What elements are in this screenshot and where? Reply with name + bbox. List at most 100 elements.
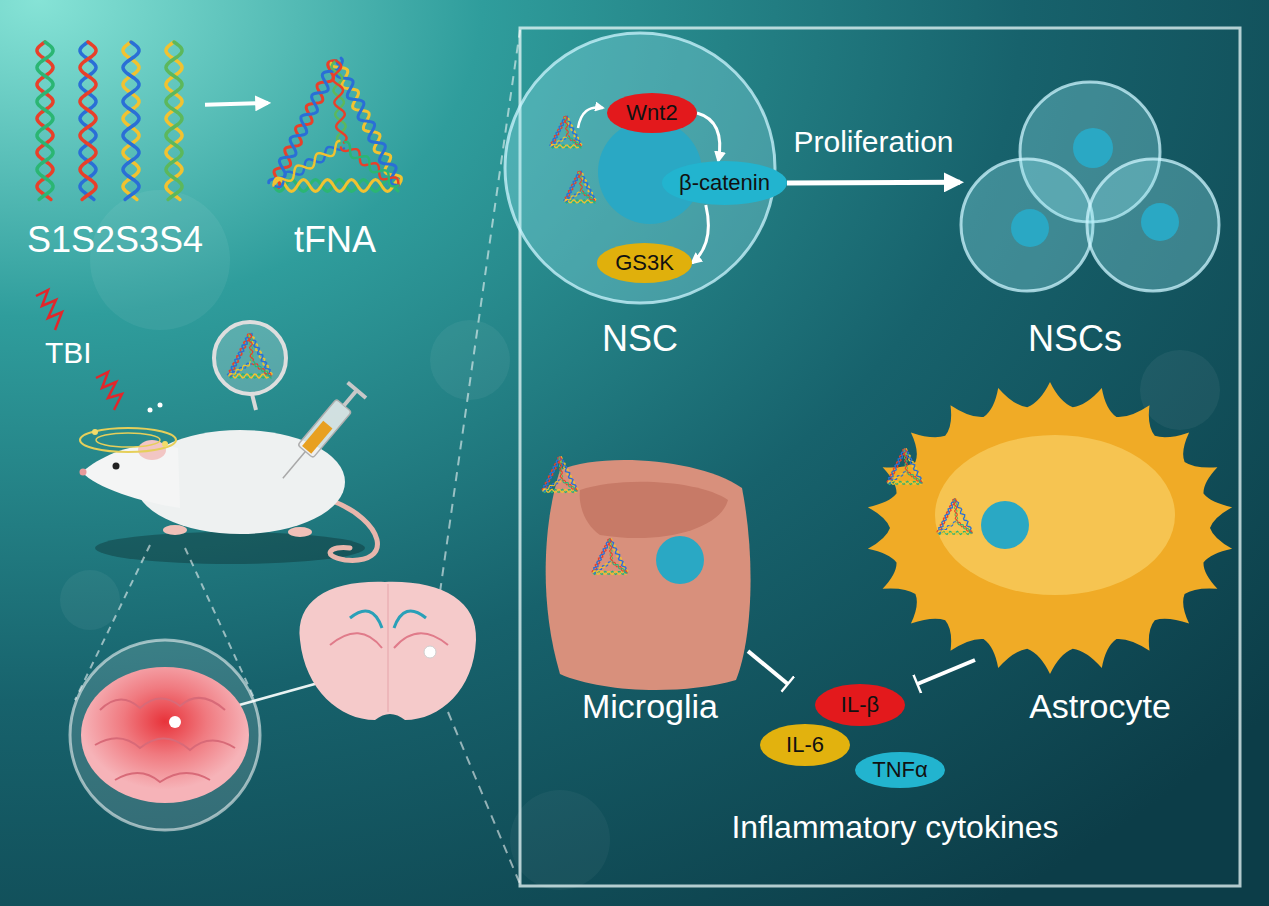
microglia-cell [546, 460, 751, 690]
protein-label: β-catenin [679, 171, 770, 195]
microglia-node: Microglia [540, 458, 748, 680]
impact-squiggle [36, 290, 62, 330]
dna-strand [593, 562, 611, 573]
dna-strand [565, 116, 569, 135]
inhibition-connector [917, 660, 975, 684]
dna-strand [229, 362, 250, 376]
dna-strand [123, 42, 139, 200]
dna-strand [904, 449, 908, 471]
dna-strand [609, 540, 627, 573]
dna-strand [565, 116, 568, 135]
dizzy-halo [96, 433, 160, 447]
brain-gyri [95, 698, 235, 782]
syringe-liquid [302, 421, 332, 454]
dna-strand [954, 499, 958, 521]
dna-strand [567, 137, 581, 146]
protein-label: IL-β [841, 693, 879, 717]
dna-strand [80, 42, 96, 200]
syringe [274, 382, 366, 486]
brain-midline [387, 584, 389, 712]
protein-ellipse: GS3K [597, 243, 692, 283]
rat-nose [80, 469, 87, 476]
hippocampus [394, 633, 448, 648]
bokeh [430, 320, 510, 400]
dna-strand [904, 450, 922, 483]
dna-strand [594, 539, 611, 573]
bokeh [90, 190, 230, 330]
dashed-zoom-line [448, 712, 520, 884]
syringe-plunger [348, 382, 366, 397]
dna-strand [938, 531, 971, 534]
arrow-connector [697, 113, 720, 161]
rat-head [82, 445, 180, 508]
protein-label: GS3K [615, 251, 674, 275]
cytokine-group: Inflammatory cytokinesIL-βIL-6TNFα [760, 684, 945, 788]
arrow-connector [787, 180, 960, 186]
dna-strand [37, 42, 53, 200]
dna-strand [551, 137, 566, 147]
nsc-cell [1087, 159, 1219, 291]
nsc-cell-node: NSCWnt2β-cateninGS3K [505, 32, 775, 305]
cytokine-ellipse: IL-β [815, 684, 905, 726]
dna-strand [581, 192, 595, 201]
dna-strand [888, 472, 906, 483]
nucleus [981, 501, 1029, 549]
panel-frame [520, 28, 1240, 886]
rat-tail [330, 500, 377, 560]
cell-label: NSCs [1028, 319, 1122, 359]
nucleus [1141, 203, 1179, 241]
dizzy-star [162, 441, 168, 447]
bokeh [510, 790, 610, 890]
annotation-label: TBI [45, 336, 92, 369]
arrow-connector [205, 103, 268, 105]
inhibition-connector [748, 651, 788, 684]
hippocampus [330, 633, 382, 648]
dna-strand [568, 136, 581, 147]
dna-strand [593, 562, 611, 573]
dizzy-dot [158, 403, 163, 408]
dna-strand [565, 192, 580, 202]
dna-strand [337, 58, 399, 185]
ventricle [394, 611, 426, 628]
dna-strand [609, 539, 613, 561]
dna-strand [345, 142, 399, 187]
astrocyte-node: Astrocyte [870, 398, 1232, 660]
astrocyte-cell [868, 382, 1232, 674]
dizzy-star [92, 429, 98, 435]
bokeh [1140, 350, 1220, 430]
nucleus [1011, 209, 1049, 247]
pointer-dot [169, 716, 181, 728]
dna-strand [254, 362, 271, 377]
nscs-node: NSCs [960, 90, 1220, 295]
dna-strand [938, 531, 971, 534]
protein-ellipse: β-catenin [662, 161, 787, 205]
dna-strand [543, 480, 561, 491]
dna-strand [551, 137, 567, 146]
dizzy-halo [80, 428, 176, 452]
rat-shadow [95, 532, 365, 564]
rat-leg [163, 525, 187, 535]
dna-strand [888, 481, 921, 484]
dna-strand [593, 571, 626, 574]
dna-strand [954, 499, 958, 522]
cell-label: Inflammatory cytokines [731, 810, 1058, 845]
dna-strand [580, 171, 595, 201]
edge-label: Proliferation [793, 124, 953, 157]
dna-strand [559, 457, 563, 479]
dna-strand [954, 500, 972, 533]
dna-strand [957, 522, 972, 533]
brain-section [300, 582, 477, 720]
dna-strand [249, 335, 272, 376]
dna-strand [250, 334, 271, 377]
dna-strand [908, 472, 922, 483]
microglia-inner [580, 482, 728, 538]
protein-label: IL-6 [786, 733, 824, 757]
dizzy-dot [148, 408, 153, 413]
dna-strand [939, 499, 956, 533]
dna-strand [80, 42, 96, 200]
dna-strand [938, 522, 956, 533]
nsc-cell [961, 159, 1093, 291]
dna-drawings [37, 42, 973, 575]
protein-ellipse: Wnt2 [607, 93, 697, 133]
dna-strand [543, 489, 576, 492]
